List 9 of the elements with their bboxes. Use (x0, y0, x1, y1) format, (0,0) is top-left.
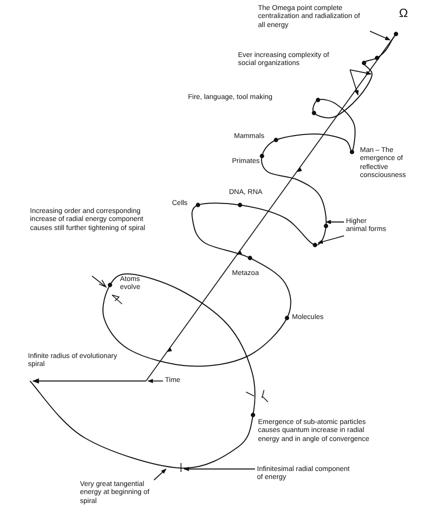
leader-line (350, 69, 359, 96)
leader-line (154, 468, 166, 480)
leader-line (325, 220, 344, 224)
omega-symbol: Ω (399, 6, 408, 20)
leader-line (317, 235, 344, 244)
leader-line (183, 466, 256, 472)
leader-line (350, 69, 372, 76)
leader-line (370, 30, 390, 40)
leader-line (147, 378, 164, 384)
